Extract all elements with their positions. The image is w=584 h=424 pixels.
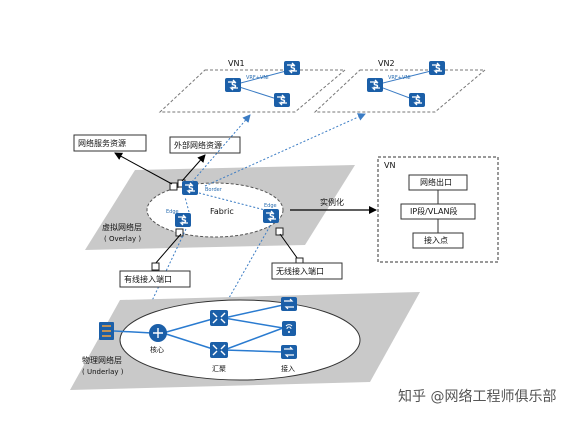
aggregation-switch-icon bbox=[209, 341, 229, 359]
vn1-panel: VN1 VRF+VNI bbox=[158, 59, 347, 113]
wireless-port-label: 无线接入端口 bbox=[276, 266, 324, 276]
border-label: Border bbox=[205, 187, 223, 193]
edge-port bbox=[175, 228, 184, 237]
wired-port-icon bbox=[151, 262, 160, 271]
vrf-label: VRF+VNI bbox=[388, 75, 411, 81]
switch-icon bbox=[408, 92, 426, 108]
edge-switch-icon bbox=[262, 208, 280, 224]
vn-item-access: 接入点 bbox=[424, 235, 448, 245]
border-switch-icon bbox=[181, 180, 199, 196]
vn-item-ipvlan: IP段/VLAN段 bbox=[410, 206, 457, 216]
vn2-label: VN2 bbox=[378, 59, 395, 68]
vn1-label: VN1 bbox=[228, 59, 245, 68]
network-service-label: 网络服务资源 bbox=[78, 138, 126, 148]
wireless-port-box bbox=[271, 262, 343, 280]
switch-icon bbox=[273, 92, 291, 108]
edge-port bbox=[275, 227, 284, 236]
underlay-links bbox=[113, 304, 284, 353]
access-switch-icon bbox=[281, 345, 297, 359]
border-port bbox=[169, 182, 178, 191]
switch-icon bbox=[224, 77, 242, 93]
external-network-label: 外部网络资源 bbox=[174, 140, 222, 150]
switch-icon bbox=[428, 60, 446, 76]
access-switch-icon bbox=[281, 297, 297, 311]
wired-port-label: 有线接入端口 bbox=[124, 274, 172, 284]
switch-icon bbox=[366, 77, 384, 93]
edge-label: Edge bbox=[166, 209, 179, 215]
network-service-box bbox=[73, 134, 147, 152]
server-icon bbox=[99, 322, 114, 340]
overlay-layer-name: 虚拟网络层 bbox=[102, 222, 142, 232]
aggregation-switch-icon bbox=[209, 309, 229, 327]
vrf-label: VRF+VNI bbox=[246, 75, 269, 81]
access-label: 接入 bbox=[281, 364, 295, 373]
wired-port-box bbox=[119, 270, 191, 288]
core-switch-icon bbox=[149, 324, 167, 342]
core-label: 核心 bbox=[150, 345, 164, 354]
wireless-ap-icon bbox=[282, 321, 296, 336]
switch-icon bbox=[283, 60, 301, 76]
aggregation-label: 汇聚 bbox=[212, 365, 226, 373]
external-network-box bbox=[169, 136, 241, 154]
edge-label: Edge bbox=[264, 203, 277, 209]
vn-box-title: VN bbox=[384, 161, 395, 170]
edge-switch-icon bbox=[174, 212, 192, 228]
underlay-ellipse bbox=[119, 299, 361, 381]
instantiate-label: 实例化 bbox=[320, 197, 344, 207]
vn-item-box bbox=[412, 232, 464, 249]
overlay-layer-en: ( Overlay ) bbox=[104, 235, 141, 243]
underlay-layer-en: ( Underlay ) bbox=[82, 368, 124, 376]
vn2-panel: VN2 VRF+VNI bbox=[313, 59, 487, 113]
fabric-label: Fabric bbox=[210, 207, 234, 216]
underlay-layer-name: 物理网络层 bbox=[82, 355, 122, 365]
watermark-text: 知乎 @网络工程师俱乐部 bbox=[398, 388, 556, 405]
vn-item-egress: 网络出口 bbox=[420, 177, 452, 187]
